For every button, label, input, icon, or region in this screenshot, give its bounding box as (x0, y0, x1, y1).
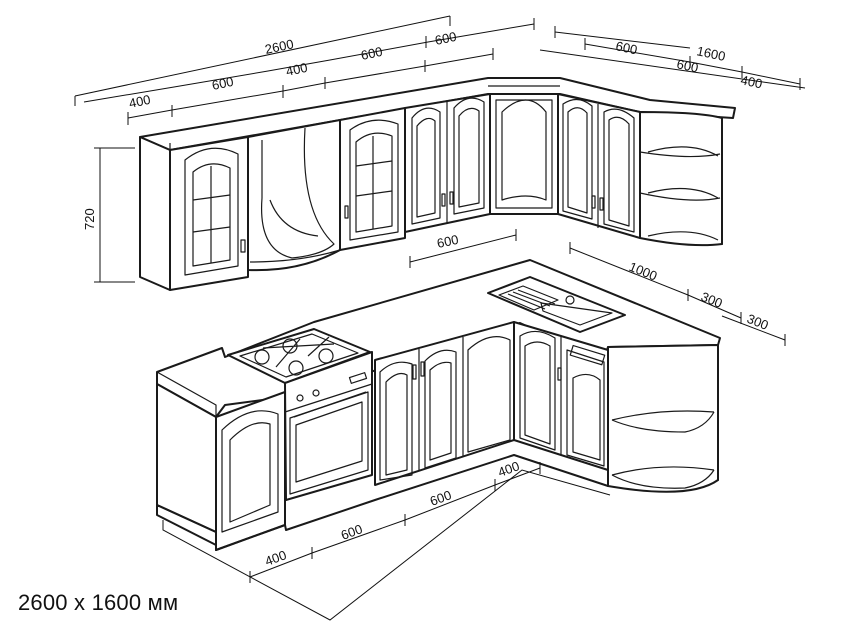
dim-upper-total-right: 1600 (695, 43, 726, 64)
stove (227, 328, 373, 501)
faucet-icon (565, 295, 575, 305)
dim-upper-left-5: 600 (434, 29, 458, 48)
sink (487, 276, 626, 333)
handle-icon (240, 239, 246, 253)
dim-base-front-3: 600 (428, 487, 454, 509)
handle-icon (557, 367, 562, 381)
dimension-lines (74, 15, 806, 621)
dim-upper-height: 720 (82, 208, 97, 230)
dim-upper-total-left: 2600 (264, 36, 295, 57)
dim-worktop-right-2: 300 (699, 289, 725, 311)
dim-upper-left-1: 400 (128, 92, 152, 111)
dim-upper-right-3: 400 (739, 72, 763, 91)
handle-icon (449, 191, 454, 205)
handle-icon (599, 197, 604, 211)
upper-cabinets (139, 77, 736, 291)
handle-icon (344, 205, 349, 219)
base-cabinets (156, 259, 721, 551)
dim-upper-left-3: 400 (285, 60, 309, 79)
handle-icon (420, 361, 425, 377)
knob-icon (312, 389, 320, 397)
handle-icon (441, 193, 446, 207)
handle-icon (412, 364, 417, 380)
dim-base-front-2: 600 (339, 521, 365, 543)
dim-base-front-1: 400 (263, 547, 289, 569)
kitchen-size-caption: 2600 x 1600 мм (18, 590, 179, 615)
dim-upper-right-1: 600 (614, 38, 638, 57)
knob-icon (296, 394, 304, 402)
dim-worktop-right-3: 300 (745, 311, 771, 333)
dim-worktop-depth: 600 (436, 232, 460, 251)
dim-worktop-right: 1000 (627, 259, 659, 284)
dim-upper-right-2: 600 (675, 56, 699, 75)
dim-base-front-4: 400 (496, 458, 522, 480)
dimension-labels: 2600 400 600 400 600 600 600 1600 600 40… (82, 29, 771, 569)
handle-icon (591, 195, 596, 209)
dim-upper-left-2: 600 (211, 74, 235, 93)
dim-upper-left-4: 600 (360, 44, 384, 63)
